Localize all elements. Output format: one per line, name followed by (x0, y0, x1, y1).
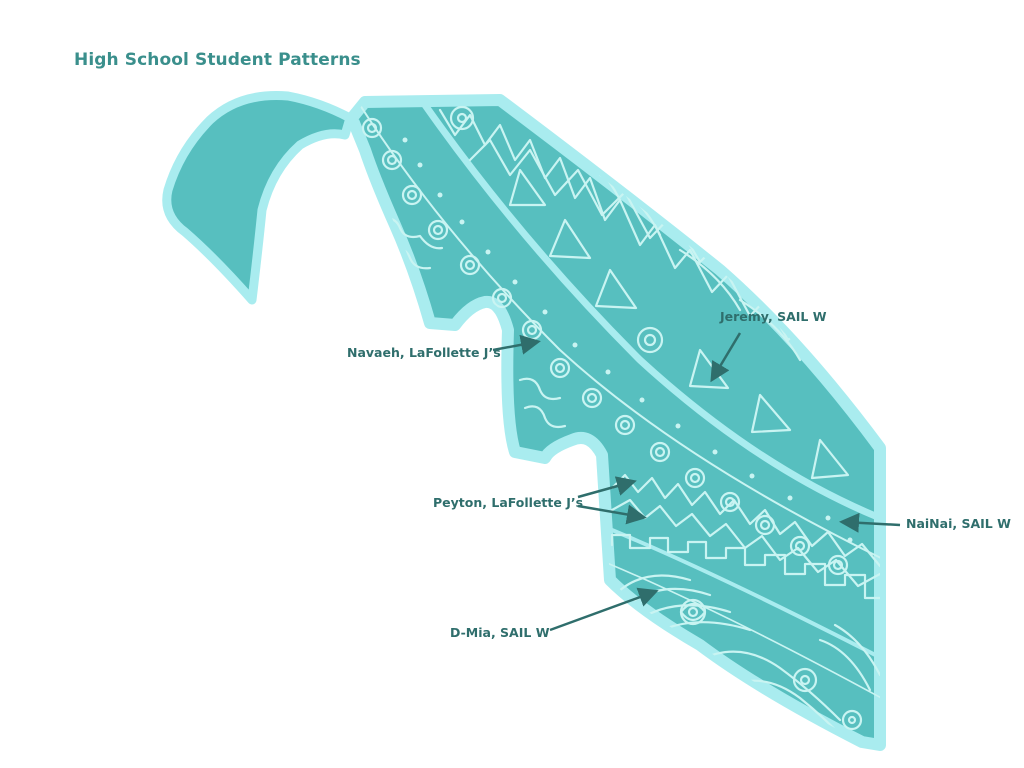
zigzag-row-lower (610, 473, 880, 568)
label-dmia: D-Mia, SAIL W (450, 625, 550, 640)
peyton-arrow-upper (577, 476, 637, 499)
dmia-arrow (549, 587, 659, 632)
label-nainai: NaiNai, SAIL W (906, 516, 1011, 531)
label-navaeh: Navaeh, LaFollette J’s (347, 345, 501, 360)
zigzag-row-upper (438, 108, 872, 390)
label-jeremy: Jeremy, SAIL W (719, 309, 827, 324)
meander-row (610, 533, 880, 600)
strap-piece-outline (162, 91, 355, 305)
spiral-row (361, 117, 849, 576)
diagram-title: High School Student Patterns (74, 50, 361, 70)
jeremy-arrow (710, 332, 742, 383)
nainai-arrow (839, 512, 901, 533)
pattern-bands (359, 101, 880, 745)
peyton-arrow-lower (577, 504, 647, 525)
label-peyton: Peyton, LaFollette J’s (433, 495, 583, 510)
dots-row (402, 137, 853, 543)
navaeh-arrow (492, 334, 541, 355)
